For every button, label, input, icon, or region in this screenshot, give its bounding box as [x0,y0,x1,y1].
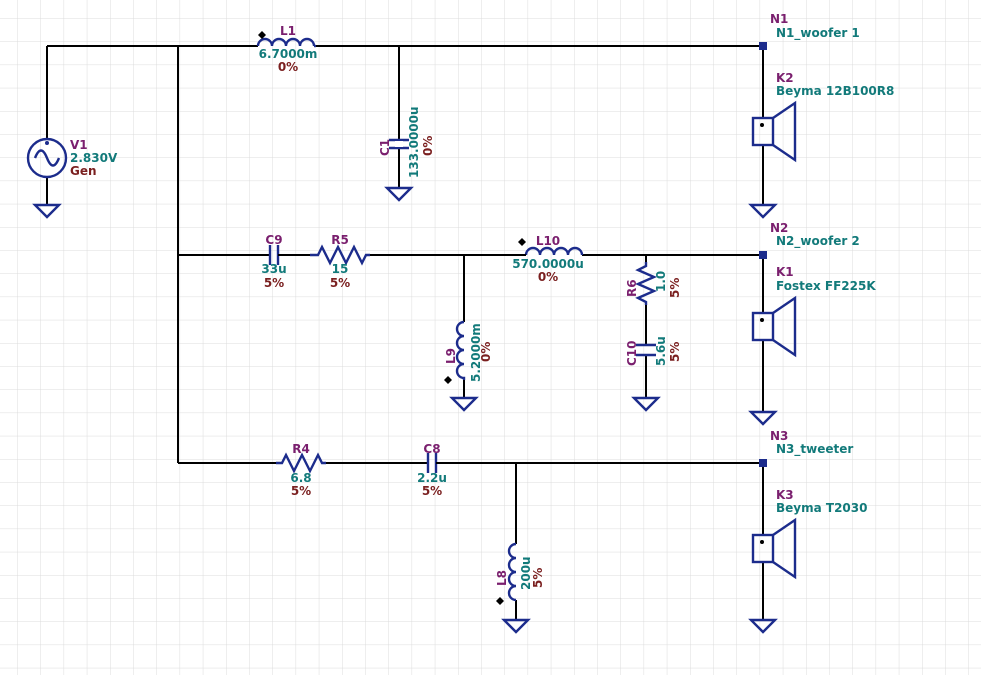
c9-ref: C9 [265,233,282,247]
l10-dot [518,238,526,246]
ground-c1 [384,186,414,202]
r6-tol: 5% [668,278,682,298]
ground-symbols [32,186,778,634]
l9-dot [444,376,452,384]
r6-ref: R6 [625,279,639,297]
k3-ref: K3 [776,488,794,502]
capacitor-c9[interactable] [244,245,310,265]
speaker-k1-icon[interactable] [751,295,797,358]
wires [46,45,764,620]
l1-ref: L1 [280,24,296,38]
capacitor-c1[interactable] [389,138,409,150]
l9-tol: 0% [479,342,493,362]
v1-ref: V1 [70,138,88,152]
r4-ref: R4 [292,442,310,456]
ground-l9 [449,396,479,412]
k1-model: Fostex FF225K [776,279,876,293]
l8-value: 200u [519,556,533,590]
c10-ref: C10 [625,340,639,366]
v1-name: Gen [70,164,97,178]
k2-ref: K2 [776,71,794,85]
r5-ref: R5 [331,233,349,247]
ground-k3 [748,618,778,634]
c8-value: 2.2u [417,471,447,485]
ground-c10 [631,396,661,412]
l9-value: 5.2000m [469,323,483,382]
resistor-r6[interactable] [635,262,657,305]
c1-ref: C1 [378,139,392,156]
l1-dot [258,31,266,39]
node-n2-square [759,251,767,259]
l1-value: 6.7000m [259,47,318,61]
inductor-l10[interactable] [510,238,584,256]
speaker-k3-icon[interactable] [751,517,797,580]
c8-tol: 5% [422,484,442,498]
k1-ref: K1 [776,265,794,279]
c1-tol: 0% [421,136,435,156]
n2-ref: N2 [770,221,788,235]
c9-tol: 5% [264,276,284,290]
speaker-k2-icon[interactable] [751,100,797,163]
resistor-r4[interactable] [276,452,326,474]
c10-tol: 5% [668,342,682,362]
v1-value: 2.830V [70,151,118,165]
source-v1[interactable] [26,137,68,179]
resistor-r5[interactable] [310,244,370,266]
c1-value: 133.0000u [407,106,421,178]
capacitor-c8[interactable] [400,453,445,473]
ground-k1 [748,410,778,426]
r4-value: 6.8 [290,471,311,485]
capacitor-c10[interactable] [636,343,656,357]
n3-name: N3_tweeter [776,442,853,457]
r6-value: 1.0 [654,271,668,292]
inductor-l8[interactable] [496,542,517,605]
node-n1-square [759,42,767,50]
k2-model: Beyma 12B100R8 [776,84,894,98]
c9-value: 33u [261,262,286,276]
inductor-l9[interactable] [444,320,466,384]
l8-tol: 5% [531,568,545,588]
node-n3-square [759,459,767,467]
l8-dot [496,597,504,605]
k3-model: Beyma T2030 [776,501,867,515]
r4-tol: 5% [291,484,311,498]
l10-tol: 0% [538,270,558,284]
c10-value: 5.6u [654,336,668,366]
ground-k2 [748,203,778,219]
inductor-l1[interactable] [256,31,316,48]
n2-name: N2_woofer 2 [776,234,860,249]
n1-ref: N1 [770,12,788,26]
n1-name: N1_woofer 1 [776,26,860,41]
l9-ref: L9 [444,348,458,364]
ground-l8 [501,618,531,634]
l10-value: 570.0000u [512,257,584,271]
l8-ref: L8 [495,570,509,586]
l1-tol: 0% [278,60,298,74]
n3-ref: N3 [770,429,788,443]
ground-v1 [32,203,62,219]
l10-ref: L10 [536,234,560,248]
r5-tol: 5% [330,276,350,290]
polarity-dot [45,141,49,145]
node-markers [759,42,767,467]
r5-value: 15 [332,262,349,276]
c8-ref: C8 [423,442,440,456]
